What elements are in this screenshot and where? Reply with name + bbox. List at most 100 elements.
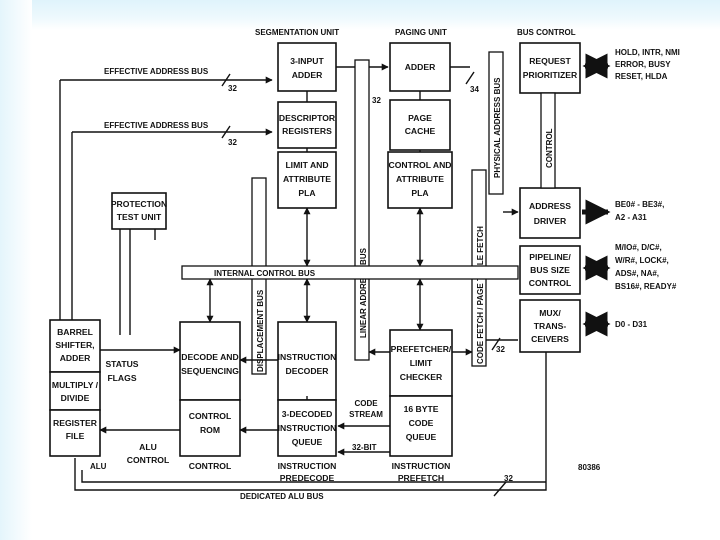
seg-pla-line3: PLA xyxy=(298,188,315,198)
mio-line4: BS16#, READY# xyxy=(615,282,677,291)
three-input-adder-line1: 3-INPUT xyxy=(290,56,324,66)
mio-line1: M/IO#, D/C#, xyxy=(615,243,662,252)
slide-top-decoration xyxy=(0,0,720,30)
data-line1: D0 - D31 xyxy=(615,320,648,329)
chip-id: 80386 xyxy=(578,463,601,472)
register-file-block: REGISTER FILE xyxy=(49,409,101,457)
decode-line1: DECODE AND xyxy=(181,352,238,362)
mux-line3: CEIVERS xyxy=(531,334,569,344)
request-prioritizer-line1: REQUEST xyxy=(529,56,571,66)
control-caption: CONTROL xyxy=(189,461,232,471)
be-a-line2: A2 - A31 xyxy=(615,213,647,222)
prefetcher-line1: PREFETCHER/ xyxy=(391,344,452,354)
status-flags-line2: FLAGS xyxy=(107,373,136,383)
displacement-bus-label: DISPLACEMENT BUS xyxy=(256,289,265,372)
barrel-shifter-adder-block: BARREL SHIFTER, ADDER xyxy=(49,319,101,373)
address-driver-block: ADDRESS DRIVER xyxy=(519,187,581,239)
multiply-line2: DIVIDE xyxy=(61,393,90,403)
alu-arrow-label: ALU xyxy=(90,462,107,471)
descriptor-registers-block: DESCRIPTOR REGISTERS xyxy=(277,101,337,149)
protection-line2: TEST UNIT xyxy=(117,212,162,222)
instruction-prefetch-line1: INSTRUCTION xyxy=(392,461,451,471)
alu-control-line2: CONTROL xyxy=(127,455,170,465)
paging-adder-label: ADDER xyxy=(405,62,436,72)
decode-and-sequencing-block: DECODE AND SEQUENCING xyxy=(179,321,241,401)
three-input-adder-line2: ADDER xyxy=(292,70,323,80)
page-cache-block: PAGE CACHE xyxy=(389,99,451,151)
hold-intr-line1: HOLD, INTR, NMI xyxy=(615,48,680,57)
control-rom-block: CONTROL ROM xyxy=(179,399,241,457)
instruction-decoder-line1: INSTRUCTION xyxy=(278,352,337,362)
status-flags-line1: STATUS xyxy=(105,359,138,369)
instruction-prefetch-line2: PREFETCH xyxy=(398,473,444,483)
alu-control-line1: ALU xyxy=(139,442,157,452)
protection-line1: PROTECTION xyxy=(111,199,167,209)
queue-line1: 3-DECODED xyxy=(282,409,333,419)
prefetcher-line2: LIMIT xyxy=(410,358,433,368)
bus-width-32-e: 32 xyxy=(504,474,513,483)
queue-line2: INSTRUCTION xyxy=(278,423,337,433)
bus-width-32-d-tick xyxy=(491,337,501,351)
mux-line2: TRANS- xyxy=(534,321,567,331)
request-prioritizer-line2: PRIORITIZER xyxy=(523,70,578,80)
pipeline-line1: PIPELINE/ xyxy=(529,252,571,262)
control-rom-line1: CONTROL xyxy=(189,411,232,421)
pipeline-line3: CONTROL xyxy=(529,278,572,288)
decode-line2: SEQUENCING xyxy=(181,366,239,376)
physical-address-bus: PHYSICAL ADDRESS BUS xyxy=(488,51,504,195)
address-driver-line2: DRIVER xyxy=(534,216,567,226)
barrel-line3: ADDER xyxy=(60,353,91,363)
mio-line3: ADS#, NA#, xyxy=(615,269,659,278)
prefetcher-line3: CHECKER xyxy=(400,372,443,382)
paging-pla-line3: PLA xyxy=(411,188,428,198)
page-cache-line1: PAGE xyxy=(408,113,432,123)
paging-pla-line1: CONTROL AND xyxy=(388,160,451,170)
seg-pla-line2: ATTRIBUTE xyxy=(283,174,331,184)
be-a-line1: BE0# - BE3#, xyxy=(615,200,664,209)
bus-width-34: 34 xyxy=(470,85,479,94)
instruction-predecode-line2: PREDECODE xyxy=(280,473,335,483)
bus-width-32-d: 32 xyxy=(496,345,505,354)
control-vertical-label: CONTROL xyxy=(545,128,554,168)
barrel-line2: SHIFTER, xyxy=(55,340,94,350)
instruction-decoder-line2: DECODER xyxy=(286,366,330,376)
descriptor-registers-line2: REGISTERS xyxy=(282,126,332,136)
code-stream-line2: STREAM xyxy=(349,410,383,419)
three-input-adder-block: 3-INPUT ADDER xyxy=(277,42,337,92)
dedicated-alu-bus: DEDICATED ALU BUS 32 ALU xyxy=(74,352,547,501)
queue-line3: QUEUE xyxy=(292,437,323,447)
control-rom-line2: ROM xyxy=(200,425,220,435)
dedicated-alu-bus-label: DEDICATED ALU BUS xyxy=(240,492,324,501)
instruction-predecode-line1: INSTRUCTION xyxy=(278,461,337,471)
effective-address-bus-2: EFFECTIVE ADDRESS BUS 32 xyxy=(71,121,273,320)
seg-pla-line1: LIMIT AND xyxy=(285,160,328,170)
pipeline-line2: BUS SIZE xyxy=(530,265,570,275)
hold-intr-line2: ERROR, BUSY xyxy=(615,60,671,69)
bus-width-32-a: 32 xyxy=(228,84,237,93)
instruction-decoder-block: INSTRUCTION DECODER xyxy=(277,321,337,401)
segmentation-unit-heading: SEGMENTATION UNIT xyxy=(255,28,339,37)
paging-adder-block: ADDER xyxy=(389,42,451,92)
prefetcher-limit-checker-block: PREFETCHER/ LIMIT CHECKER xyxy=(389,329,453,397)
mux-transceivers-block: MUX/ TRANS- CEIVERS xyxy=(519,299,581,353)
code-queue-line2: CODE xyxy=(409,418,434,428)
code-queue-16-byte-block: 16 BYTE CODE QUEUE xyxy=(389,395,453,457)
barrel-line1: BARREL xyxy=(57,327,93,337)
descriptor-registers-line1: DESCRIPTOR xyxy=(279,113,336,123)
effective-address-bus-1: EFFECTIVE ADDRESS BUS 32 xyxy=(59,67,273,320)
page-cache-line2: CACHE xyxy=(405,126,436,136)
bus-width-32bit: 32-BIT xyxy=(352,443,377,452)
paging-unit-heading: PAGING UNIT xyxy=(395,28,447,37)
code-queue-line3: QUEUE xyxy=(406,432,437,442)
control-vertical-bus xyxy=(540,92,556,189)
mux-line1: MUX/ xyxy=(539,308,561,318)
register-file-line1: REGISTER xyxy=(53,418,98,428)
bus-width-34-tick xyxy=(465,71,475,85)
seg-limit-attribute-pla-block: LIMIT AND ATTRIBUTE PLA xyxy=(277,151,337,209)
linear-address-bus-label: LINEAR ADDRESS BUS xyxy=(359,247,368,338)
code-fetch-bus-label: CODE FETCH / PAGE TABLE FETCH xyxy=(476,226,485,364)
paging-pla-line2: ATTRIBUTE xyxy=(396,174,444,184)
paging-control-attribute-pla-block: CONTROL AND ATTRIBUTE PLA xyxy=(387,151,453,209)
internal-control-bus: INTERNAL CONTROL BUS xyxy=(181,265,519,280)
bus-width-32-e-tick xyxy=(493,481,507,497)
